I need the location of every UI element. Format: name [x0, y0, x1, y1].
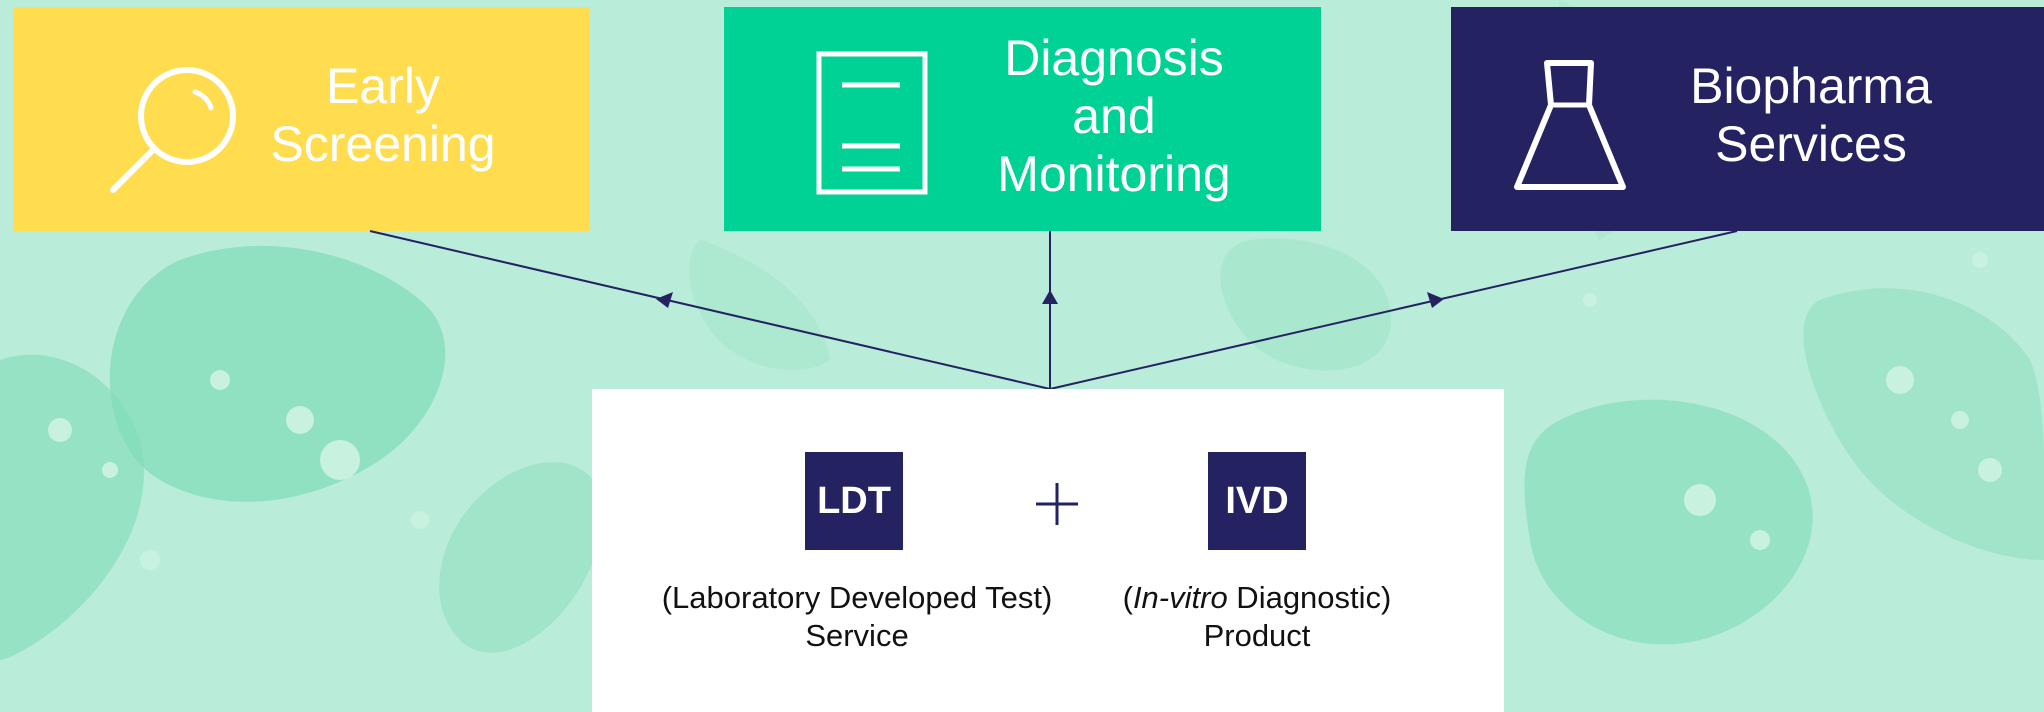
- ivd-caption: (In-vitro Diagnostic) Product: [1122, 580, 1392, 653]
- diagnosis-monitoring-label: Diagnosis and Monitoring: [997, 30, 1231, 202]
- plus-icon: [1036, 483, 1078, 525]
- biopharma-services-card: Biopharma Services: [1451, 7, 2044, 231]
- ldt-ivd-box: LDT IVD (Laboratory Developed Test) Serv…: [592, 389, 1504, 712]
- connector-early: [369, 230, 1051, 390]
- connector-biopharma: [1049, 230, 1738, 390]
- magnifier-icon: [110, 67, 236, 193]
- arrow-biopharma-icon: [1427, 292, 1444, 308]
- ldt-badge: LDT: [805, 452, 903, 550]
- document-icon: [816, 51, 928, 195]
- biopharma-services-label: Biopharma Services: [1690, 58, 1932, 172]
- flask-icon: [1514, 60, 1626, 190]
- diagnosis-monitoring-card: Diagnosis and Monitoring: [724, 7, 1321, 231]
- early-screening-card: Early Screening: [13, 7, 590, 231]
- early-screening-label: Early Screening: [270, 58, 496, 172]
- ldt-caption: (Laboratory Developed Test) Service: [661, 580, 1053, 653]
- arrow-early-icon: [656, 292, 673, 308]
- ivd-badge: IVD: [1208, 452, 1306, 550]
- arrow-diagnosis-icon: [1042, 290, 1058, 304]
